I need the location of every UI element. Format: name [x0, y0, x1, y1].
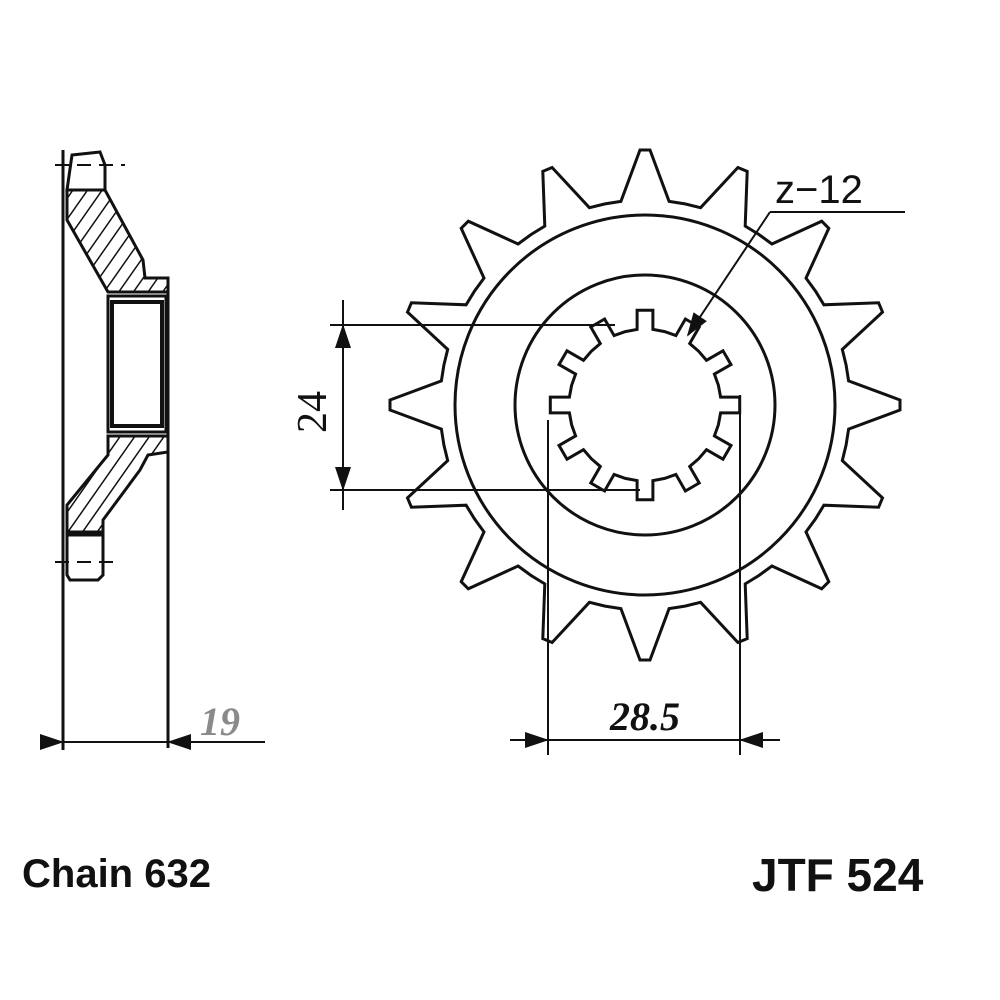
front-view: [330, 148, 905, 755]
side-section-view: [40, 150, 265, 750]
spline-bore: [548, 308, 742, 502]
sprocket-outline: [388, 148, 902, 662]
spline-teeth-label: z−12: [775, 168, 863, 212]
pitch-circle: [453, 213, 837, 597]
dim-spline-span-label: 28.5: [609, 694, 680, 739]
dim-width-label: 19: [200, 699, 240, 744]
dim-spline-diameter-label: 24: [290, 391, 336, 433]
hub-circle: [513, 273, 777, 537]
chain-label: Chain 632: [22, 852, 211, 896]
part-number: JTF 524: [752, 849, 924, 901]
